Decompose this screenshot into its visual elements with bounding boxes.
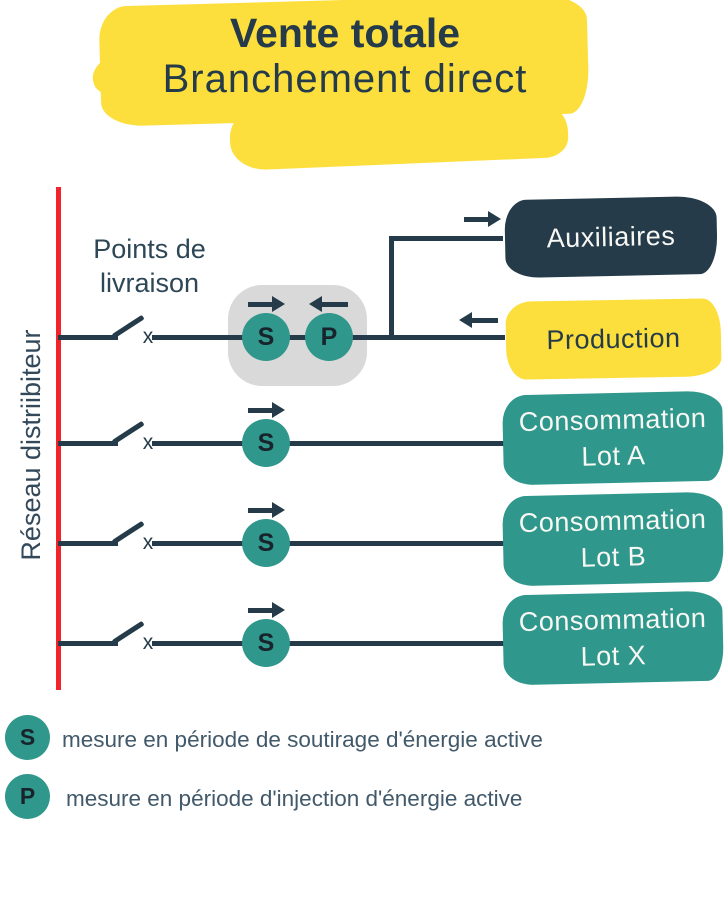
label-lot-x-line2: Lot X [580,640,647,672]
meter-s-4-label: S [257,628,275,657]
label-consommation-lot-x: Consommation Lot X [502,590,724,686]
legend-meter-s-label: S [19,724,36,750]
meter-s-1: S [242,313,290,361]
delivery-points-line1: Points de [93,234,206,264]
delivery-points-label: Points de livraison [72,233,227,301]
label-consommation-lot-b: Consommation Lot B [502,491,724,587]
feeder-line-2a [58,441,118,446]
branch-line-horizontal [389,236,503,241]
legend-meter-s: S [5,715,50,760]
label-lot-x-line1: Consommation [518,602,707,637]
flow-arrow-left-icon-production [459,312,498,328]
label-production-text: Production [546,322,681,355]
meter-s-2-label: S [257,428,275,457]
meter-s-1-label: S [257,322,275,351]
feeder-line-2b [152,441,505,446]
legend-text-injection: mesure en période d'injection d'énergie … [66,786,523,811]
label-auxiliaires: Auxiliaires [504,195,718,279]
label-lot-b-line2: Lot B [580,541,647,573]
label-consommation-lot-a: Consommation Lot A [502,390,724,486]
page-subtitle: Branchement direct [162,57,528,101]
switch-x-label-4: x [142,631,154,654]
flow-arrow-right-icon-s1 [248,296,285,312]
meter-s-3-label: S [257,528,275,557]
meter-p-1-label: P [320,322,338,351]
meter-p-1: P [305,313,353,361]
meter-s-2: S [242,419,290,467]
label-production: Production [505,298,722,380]
flow-arrow-left-icon-p1 [309,296,348,312]
meter-s-3: S [242,519,290,567]
feeder-line-4a [58,641,118,646]
switch-x-label-1: x [142,325,154,348]
label-lot-b-line1: Consommation [518,503,707,538]
legend-meter-p: P [5,774,50,819]
branch-line-vertical [389,236,394,340]
meter-s-4: S [242,619,290,667]
feeder-line-1a [58,335,118,340]
label-lot-a-line1: Consommation [518,402,707,437]
distributor-network-line [56,187,61,690]
delivery-points-line2: livraison [99,267,200,298]
feeder-line-3b [152,541,505,546]
distributor-network-label: Réseau distriibiteur [16,329,46,561]
legend-meter-p-label: P [19,783,36,809]
legend-text-soutirage: mesure en période de soutirage d'énergie… [62,727,543,752]
switch-x-label-2: x [142,431,154,454]
flow-arrow-right-icon-s4 [248,602,285,618]
page-title: Vente totale [229,10,461,56]
flow-arrow-right-icon-s3 [248,502,285,518]
label-lot-a-line2: Lot A [581,440,646,472]
label-auxiliaires-text: Auxiliaires [546,220,676,253]
flow-arrow-right-icon-s2 [248,402,285,418]
switch-x-label-3: x [142,531,154,554]
feeder-line-4b [152,641,505,646]
feeder-line-3a [58,541,118,546]
flow-arrow-right-icon-auxiliaires [464,211,501,227]
